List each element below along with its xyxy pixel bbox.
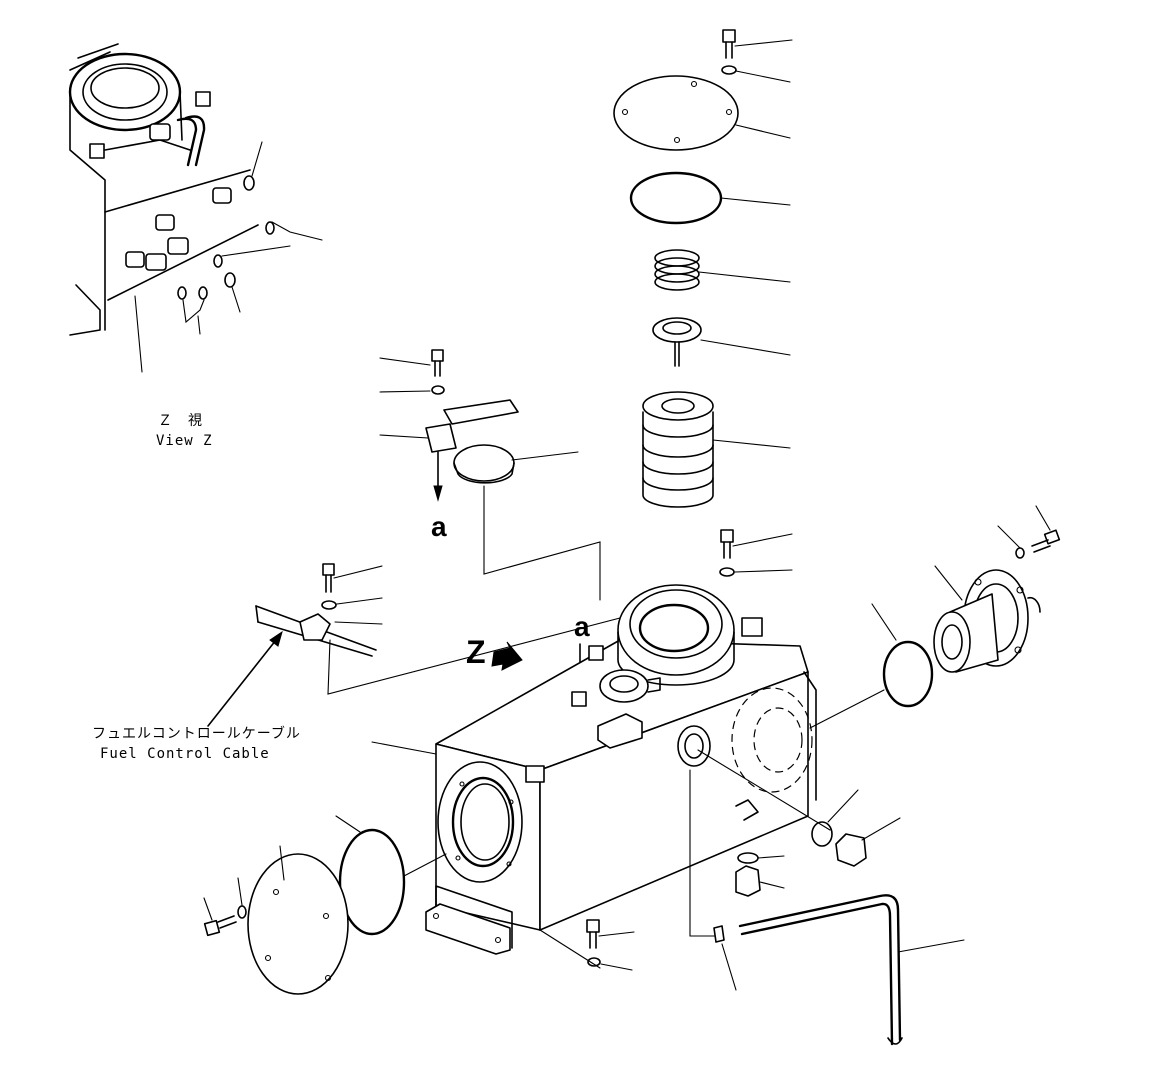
flange-pipe [933, 569, 1041, 673]
end-cover-o-ring [338, 828, 406, 936]
left-end-cover [203, 741, 447, 995]
view-z-label-en: View Z [156, 433, 213, 449]
fuel-cable-label-jp: フュエルコントロールケーブル [92, 725, 301, 742]
view-z-label-jp: Ｚ 視 [158, 413, 203, 429]
ref-a-lower: a [574, 611, 590, 642]
view-z-inset: Ｚ 視 View Z [68, 43, 323, 449]
large-o-ring [629, 171, 723, 225]
filter-element [642, 391, 714, 508]
top-cover-plate [613, 75, 739, 151]
ref-a-upper: a [431, 511, 447, 542]
right-side-parts [586, 505, 1061, 1046]
end-cover-plate [247, 853, 349, 995]
fuel-cable-label-en: Fuel Control Cable [100, 746, 270, 762]
cap-lock-group: a [379, 349, 601, 601]
filter-stack [613, 29, 793, 508]
fuel-control-cable-group: フュエルコントロールケーブル Fuel Control Cable [92, 563, 621, 762]
z-arrow-label: Z [466, 634, 486, 670]
fuel-tank-body [425, 584, 831, 969]
spring [654, 249, 700, 291]
fitting-group [125, 123, 232, 271]
